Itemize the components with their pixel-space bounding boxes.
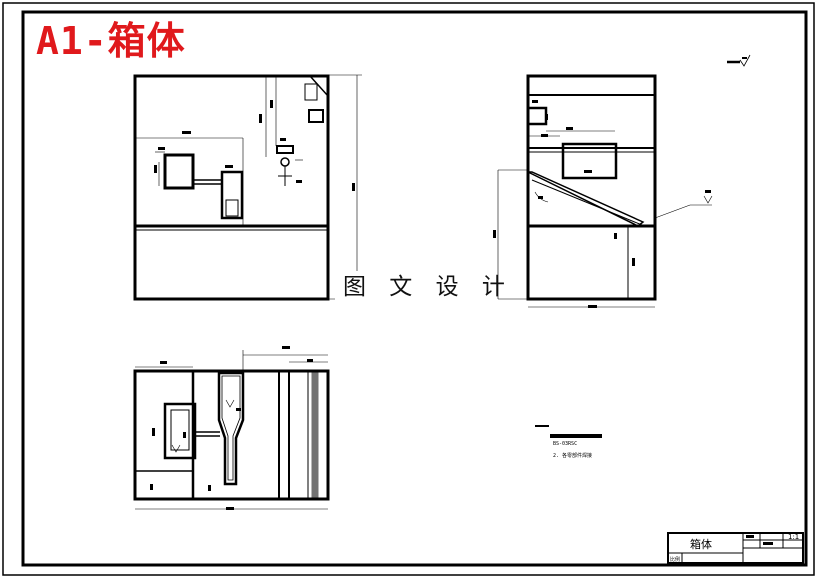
drawing-title-tag: A1-箱体 bbox=[36, 19, 186, 63]
title-block-left-label: 比例 bbox=[670, 557, 681, 563]
front-tank bbox=[163, 153, 195, 190]
notes-block bbox=[535, 425, 602, 438]
title-block bbox=[667, 532, 804, 564]
title-block-scale: 1:1 bbox=[788, 533, 800, 541]
side-outline bbox=[526, 74, 657, 301]
top-pump bbox=[217, 371, 245, 486]
front-port bbox=[308, 109, 324, 123]
note-line-1: BS-03RSC bbox=[553, 441, 578, 447]
side-view bbox=[493, 74, 713, 308]
front-pump bbox=[220, 170, 244, 220]
watermark-text: 图 文 设 计 bbox=[335, 271, 505, 303]
side-port bbox=[526, 106, 548, 126]
front-view bbox=[133, 74, 362, 301]
side-tank bbox=[561, 142, 618, 180]
top-tank bbox=[163, 402, 197, 460]
note-line-2: 2. 各零部件焊接 bbox=[553, 453, 593, 459]
top-outline bbox=[133, 369, 330, 501]
roughness-symbol bbox=[727, 54, 751, 67]
top-view bbox=[133, 346, 330, 510]
title-block-part-name: 箱体 bbox=[690, 538, 712, 551]
front-valve bbox=[276, 145, 294, 154]
drawing-frame bbox=[21, 10, 808, 567]
front-outline bbox=[133, 74, 330, 301]
